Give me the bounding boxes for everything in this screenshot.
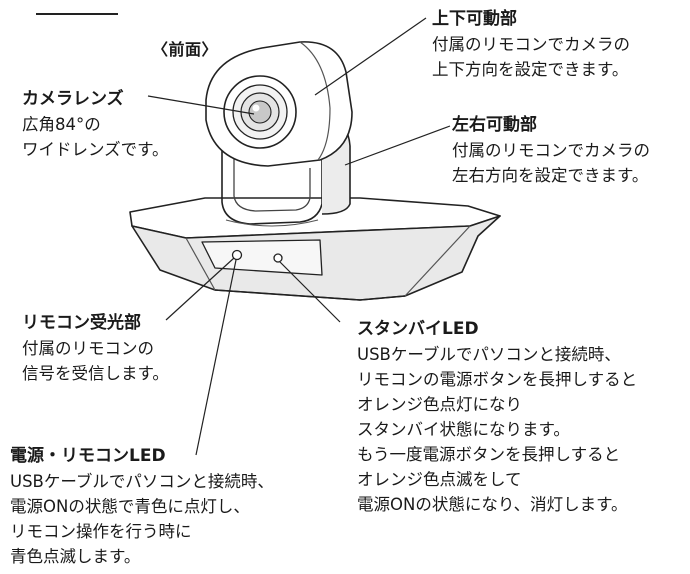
standby-desc-3: オレンジ色点灯になり [357,395,522,414]
power-desc-1: USBケーブルでパソコンと接続時、 [10,472,274,491]
callout-standby-led: スタンバイLED USBケーブルでパソコンと接続時、 リモコンの電源ボタンを長押… [357,316,637,517]
leader-lens [147,95,255,115]
callout-tilt: 上下可動部 付属のリモコンでカメラの 上下方向を設定できます。 [432,6,630,82]
standby-desc-6: オレンジ色点滅をして [357,470,522,489]
ir-receiver-window [231,249,243,261]
power-title: 電源・リモコンLED [10,446,166,466]
leader-standby [279,261,341,323]
callout-lens: カメラレンズ 広角84°の ワイドレンズです。 [22,86,169,162]
standby-desc-5: もう一度電源ボタンを長押しすると [357,445,621,464]
standby-desc-1: USBケーブルでパソコンと接続時、 [357,345,621,364]
callout-power-led: 電源・リモコンLED USBケーブルでパソコンと接続時、 電源ONの状態で青色に… [10,443,274,569]
pan-title: 左右可動部 [452,115,537,135]
lens-desc-2: ワイドレンズです。 [22,140,169,159]
power-desc-4: 青色点滅します。 [10,547,141,566]
tilt-desc-2: 上下方向を設定できます。 [432,60,629,79]
leader-ir [165,257,235,321]
standby-title: スタンバイLED [357,319,479,339]
lens-title: カメラレンズ [22,89,124,109]
leader-pan [344,125,451,166]
standby-desc-2: リモコンの電源ボタンを長押しすると [357,370,638,389]
leader-tilt [314,17,427,96]
ir-desc-2: 信号を受信します。 [22,364,169,383]
pan-desc-2: 左右方向を設定できます。 [452,166,649,185]
front-panel [201,239,323,276]
tilt-desc-1: 付属のリモコンでカメラの [432,35,630,54]
view-label: 〈前面〉 [152,40,219,59]
header-rule [36,13,118,15]
leader-power [195,259,237,456]
ir-desc-1: 付属のリモコンの [22,339,154,358]
tilt-title: 上下可動部 [432,9,517,29]
power-desc-3: リモコン操作を行う時に [10,522,192,541]
ir-title: リモコン受光部 [22,313,141,333]
yoke-left-arm [221,122,323,225]
standby-desc-7: 電源ONの状態になり、消灯します。 [357,495,628,514]
power-desc-2: 電源ONの状態で青色に点灯し、 [10,497,250,516]
callout-pan: 左右可動部 付属のリモコンでカメラの 左右方向を設定できます。 [452,112,650,188]
callout-ir-receiver: リモコン受光部 付属のリモコンの 信号を受信します。 [22,310,169,386]
lens-desc-1: 広角84°の [22,115,101,134]
pan-desc-1: 付属のリモコンでカメラの [452,141,650,160]
standby-desc-4: スタンバイ状態になります。 [357,420,570,439]
status-led [273,253,283,263]
